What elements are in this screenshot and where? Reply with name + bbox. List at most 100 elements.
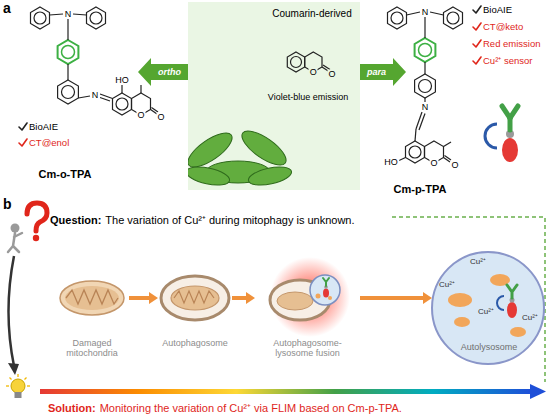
ortho-structure	[50, 14, 64, 15]
atom-label: N	[421, 103, 430, 112]
bulb-icon	[11, 379, 25, 393]
leaf	[188, 164, 231, 189]
feature-item: Cu²⁺ sensor	[483, 56, 532, 66]
para-structure	[388, 7, 407, 29]
ortho-structure	[78, 96, 90, 98]
process-arrow	[360, 292, 432, 304]
node-label: Autophagosome-lysosome fusion	[255, 338, 360, 359]
damaged-mitochondrion	[60, 281, 124, 315]
ortho-structure	[73, 14, 87, 15]
flow-arrow	[8, 363, 19, 375]
reaction-arrow	[360, 58, 406, 86]
ortho-structure	[62, 86, 75, 99]
fusion	[277, 292, 313, 310]
para-structure	[415, 74, 436, 98]
feature-item: CT@keto	[483, 22, 523, 32]
panel-letter: b	[3, 197, 12, 211]
para-structure	[447, 12, 459, 24]
question-icon	[11, 224, 20, 233]
question-icon	[8, 203, 47, 252]
bond	[291, 57, 302, 68]
text-line: Question:The variation of Cu²⁺ during mi…	[50, 211, 355, 227]
bulb-icon	[15, 392, 22, 398]
feature-item: BioAIE	[483, 5, 512, 15]
feature-item: Red emission	[483, 39, 541, 49]
cu-sensor-icon	[485, 106, 518, 162]
flow-arrow	[8, 256, 19, 375]
arrow-label: para	[367, 68, 386, 77]
autophagosome	[171, 286, 219, 310]
bond	[287, 52, 304, 72]
damaged-mitochondrion	[65, 286, 119, 310]
question-icon	[8, 233, 22, 252]
para-structure	[388, 7, 463, 163]
para-structure	[419, 114, 425, 131]
ortho-structure	[121, 85, 122, 93]
autophagosome	[161, 276, 229, 320]
autolysosome	[497, 296, 504, 310]
damaged-mitochondrion	[60, 281, 124, 315]
autolysosome	[507, 302, 517, 318]
ortho-structure	[152, 108, 159, 113]
node-note: Violet-blue emission	[256, 92, 360, 102]
para-structure	[419, 80, 432, 93]
para-structure	[419, 44, 432, 57]
node-label: Coumarin-derived	[266, 8, 358, 20]
rainbow-arrow	[40, 384, 546, 399]
ortho-structure	[62, 46, 75, 59]
check-marks	[473, 57, 481, 64]
fusion	[270, 257, 350, 337]
para-structure	[444, 7, 463, 29]
check-marks	[473, 23, 481, 30]
ortho-structure	[140, 85, 141, 93]
para-structure	[391, 12, 403, 24]
node-label: Cm-o-TPA	[15, 168, 115, 181]
para-structure	[409, 146, 421, 158]
node-label: Cm-p-TPA	[390, 183, 450, 196]
bulb-icon	[25, 378, 27, 380]
bulb-icon	[10, 378, 12, 380]
para-structure	[424, 98, 425, 102]
arrow-label: ortho	[158, 68, 181, 77]
solution-text: Monitoring the variation of Cu²⁺ via FLI…	[100, 402, 402, 414]
ortho-structure	[58, 40, 79, 64]
question-icon	[33, 235, 39, 241]
para-structure	[407, 12, 421, 15]
bulb-icon	[27, 385, 30, 386]
ortho-structure	[34, 12, 46, 24]
node-label: Autolysosome	[432, 342, 546, 352]
stage-box: Autophagosome	[158, 272, 232, 368]
cu-sensor-icon	[485, 124, 497, 148]
process-arrow	[129, 292, 158, 304]
question-head: Question:	[50, 214, 101, 226]
para-structure	[406, 141, 425, 163]
ion-label: Cu²⁺	[438, 281, 456, 289]
compound-block: Cm-p-TPA	[406, 0, 548, 200]
cu-sensor-icon	[502, 106, 518, 130]
ortho-structure	[58, 80, 79, 104]
ortho-structure	[31, 7, 50, 29]
atom-label: HO	[114, 76, 130, 85]
ortho-structure	[113, 93, 132, 115]
atom-label: HO	[383, 158, 399, 167]
autophagosome	[174, 291, 214, 303]
bulb-icon	[6, 374, 30, 398]
damaged-mitochondrion	[66, 290, 118, 304]
atom-label: N	[64, 10, 73, 19]
fusion	[328, 296, 332, 300]
ortho-structure	[116, 98, 128, 110]
check-marks	[19, 123, 27, 130]
panel-letter: a	[3, 1, 11, 15]
process-arrow	[232, 292, 255, 304]
check-marks	[473, 40, 481, 47]
node-label: Damaged mitochondria	[55, 338, 129, 359]
bulb-icon	[6, 385, 9, 386]
text-line: Solution:Monitoring the variation of Cu²…	[48, 399, 402, 415]
autolysosome	[454, 317, 470, 327]
source-panel: Coumarin-derivedViolet-blue emission	[188, 2, 360, 190]
ortho-structure	[100, 98, 110, 102]
fusion	[270, 257, 350, 337]
ortho-structure	[67, 19, 68, 40]
node-label: Autophagosome	[158, 338, 232, 348]
